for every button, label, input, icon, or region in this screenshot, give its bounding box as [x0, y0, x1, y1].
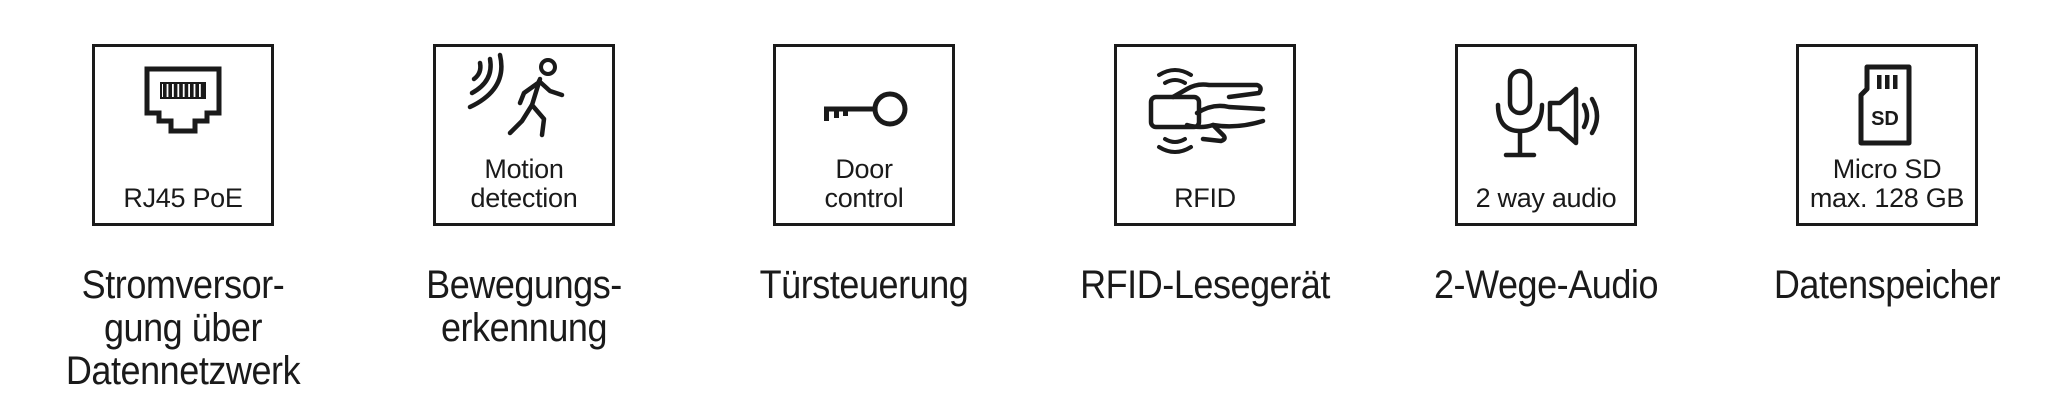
box-label-audio: 2 way audio — [1475, 183, 1617, 213]
box-label-rj45: RJ45 PoE — [123, 183, 243, 213]
feature-rfid: RFID RFID-Lesegerät — [1055, 0, 1355, 415]
microphone-speaker-icon — [1458, 47, 1634, 223]
box-label-rfid: RFID — [1174, 183, 1236, 213]
feature-door-control: Door control Türsteuerung — [714, 0, 1014, 415]
feature-rj45-poe: RJ45 PoE Stromversor- gung über Datennet… — [33, 0, 333, 415]
motion-sensor-icon — [436, 47, 612, 223]
key-icon — [776, 47, 952, 223]
caption-rfid: RFID-Lesegerät — [1080, 263, 1330, 307]
icon-box-sd: SD Micro SD max. 128 GB — [1796, 44, 1978, 226]
feature-micro-sd: SD Micro SD max. 128 GB Datenspeicher — [1737, 0, 2037, 415]
rfid-card-icon — [1117, 47, 1293, 223]
microphone-icon — [1495, 68, 1545, 158]
icon-box-motion: Motion detection — [433, 44, 615, 226]
caption-audio: 2-Wege-Audio — [1433, 263, 1659, 307]
icon-box-audio: 2 way audio — [1455, 44, 1637, 226]
icon-box-door: Door control — [773, 44, 955, 226]
feature-motion-detection: Motion detection Bewegungs- erkennung — [374, 0, 674, 415]
sd-card-icon: SD — [1799, 47, 1975, 223]
caption-door: Türsteuerung — [759, 263, 969, 307]
icon-box-rj45: RJ45 PoE — [92, 44, 274, 226]
svg-text:SD: SD — [1871, 108, 1899, 130]
icon-box-rfid: RFID — [1114, 44, 1296, 226]
caption-motion: Bewegungs- erkennung — [426, 263, 622, 350]
feature-two-way-audio: 2 way audio 2-Wege-Audio — [1396, 0, 1696, 415]
box-label-sd: Micro SD max. 128 GB — [1809, 154, 1965, 213]
speaker-icon — [1547, 86, 1600, 146]
box-label-door: Door control — [824, 154, 904, 213]
caption-sd: Datenspeicher — [1773, 263, 2001, 307]
caption-rj45: Stromversor- gung über Datennetzwerk — [65, 263, 301, 393]
box-label-motion: Motion detection — [470, 154, 578, 213]
rj45-port-icon — [95, 47, 271, 223]
